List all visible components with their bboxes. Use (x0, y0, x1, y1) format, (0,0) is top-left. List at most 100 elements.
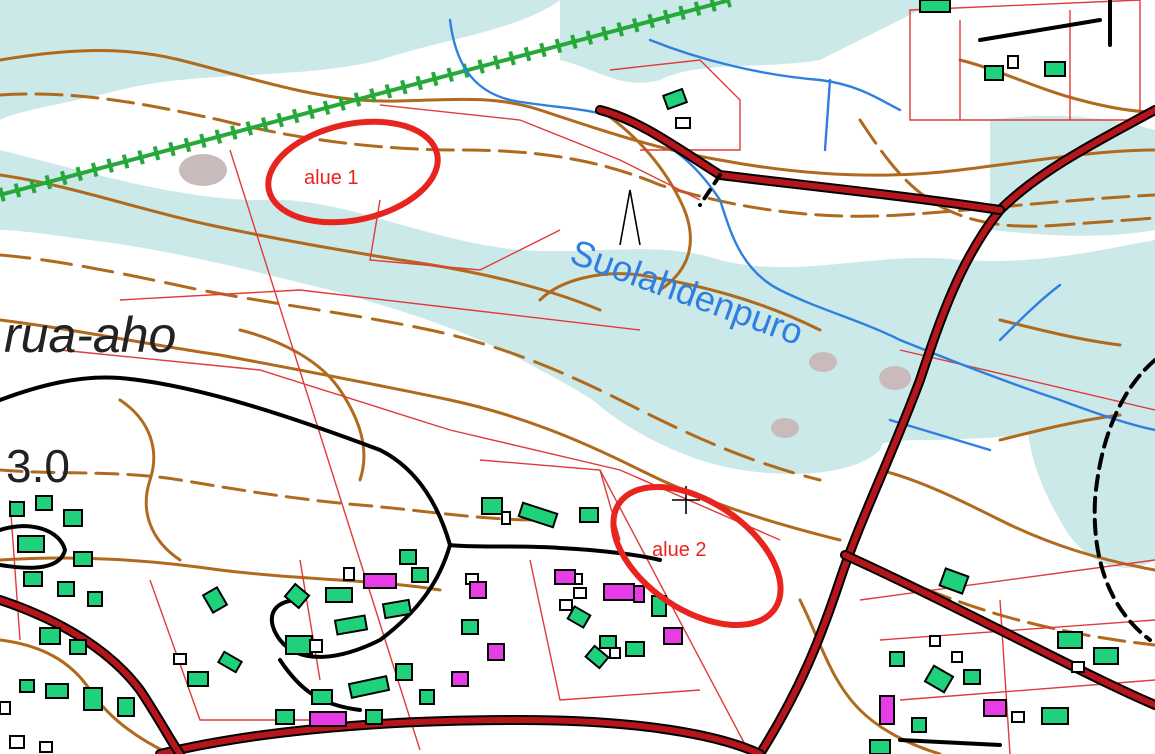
special-building (469, 581, 487, 599)
annotation-area-1: alue 1 (265, 118, 441, 226)
elevation-label: 3.0 (6, 440, 70, 492)
outbuilding (343, 567, 355, 581)
building (201, 585, 229, 615)
road-fill (597, 107, 1003, 213)
outbuilding (1071, 661, 1085, 673)
rock (809, 352, 837, 372)
contour (0, 468, 542, 522)
building (285, 635, 313, 655)
building (938, 567, 970, 595)
building (283, 582, 311, 610)
property-boundaries (9, 0, 1155, 754)
contour (0, 173, 602, 312)
building (83, 687, 103, 711)
building (411, 567, 429, 583)
minor-road (269, 543, 452, 659)
outbuilding (9, 735, 25, 749)
buildings (9, 0, 1119, 754)
property-line (229, 149, 421, 751)
power-line (0, 0, 732, 202)
contour (0, 253, 822, 482)
rock-areas (179, 154, 911, 438)
annotation-area-2: alue 2 (610, 483, 784, 629)
place-name-label: rua-aho (4, 307, 176, 363)
rock (879, 366, 911, 390)
building (399, 549, 417, 565)
annotation-label: alue 1 (304, 167, 359, 189)
building (19, 679, 35, 693)
building (395, 663, 413, 681)
stream-branch (823, 78, 832, 152)
special-building (451, 671, 469, 687)
building (481, 497, 503, 515)
road-main-ns (755, 105, 1155, 754)
special-building (309, 711, 347, 727)
building (461, 619, 479, 635)
building (69, 639, 87, 655)
building (87, 591, 103, 607)
building (365, 709, 383, 725)
building (216, 650, 244, 674)
stream-branch (648, 38, 902, 112)
property-line (369, 199, 561, 271)
open-land-right-upper (990, 115, 1155, 236)
special-building (554, 569, 576, 585)
annotation-label: alue 2 (652, 539, 707, 561)
property-line (9, 499, 21, 641)
minor-road (898, 738, 1002, 747)
building (73, 551, 93, 567)
building (661, 87, 689, 111)
minor-road (1092, 358, 1155, 642)
building (117, 697, 135, 717)
building (919, 0, 951, 13)
road-fill (757, 107, 1155, 754)
road-southwest (0, 595, 185, 754)
outbuilding (501, 511, 511, 525)
property-line (59, 349, 781, 541)
building (869, 739, 891, 754)
streams (448, 18, 1155, 452)
building (566, 605, 592, 629)
property-line (119, 289, 641, 331)
building (333, 614, 369, 636)
contour (0, 92, 1155, 218)
special-building (603, 583, 635, 601)
special-building (363, 573, 397, 589)
road-fill (157, 717, 763, 754)
building (39, 627, 61, 645)
outbuilding (173, 653, 187, 665)
road-east (840, 550, 1155, 710)
special-building (663, 627, 683, 645)
building (347, 675, 391, 699)
outbuilding (609, 647, 621, 659)
building (17, 535, 45, 553)
annotation-ellipse (265, 118, 441, 226)
building (923, 664, 955, 694)
contour (238, 328, 366, 482)
open-land-top (0, 0, 560, 120)
building (9, 501, 25, 517)
outbuildings (0, 511, 1085, 753)
building (35, 495, 53, 511)
minor-road (0, 375, 662, 562)
building (579, 507, 599, 523)
building (1093, 647, 1119, 665)
building (1057, 631, 1083, 649)
building (45, 683, 69, 699)
building (517, 501, 559, 529)
building (911, 717, 927, 733)
property-line (879, 619, 1155, 641)
minor-road (698, 173, 722, 207)
special-building (487, 643, 505, 661)
contour (798, 598, 942, 754)
minor-road (0, 524, 68, 570)
building (419, 689, 435, 705)
building (187, 671, 209, 687)
road-south (155, 715, 765, 754)
power-line-route (0, 0, 731, 197)
outbuilding (929, 635, 941, 647)
stream-main (448, 18, 1155, 432)
property-line (859, 559, 1155, 601)
building (381, 598, 413, 620)
